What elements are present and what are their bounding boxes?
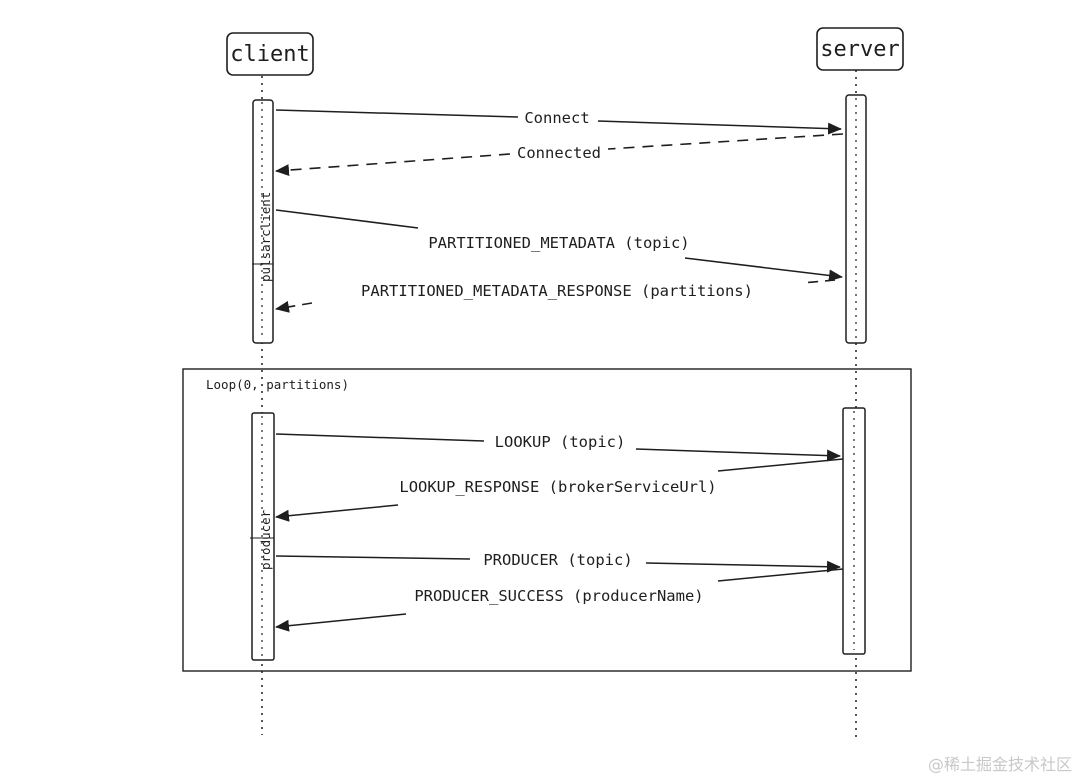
lookup-response-label: LOOKUP_RESPONSE (brokerServiceUrl) xyxy=(399,478,716,496)
loop-label: Loop(0, partitions) xyxy=(206,377,349,392)
partitioned-metadata-label: PARTITIONED_METADATA (topic) xyxy=(428,234,689,252)
message-connect: Connect xyxy=(275,109,842,135)
server-activation-top xyxy=(845,94,867,344)
client-activation-top: pulsarclient xyxy=(252,99,274,344)
connect-label: Connect xyxy=(524,109,589,127)
message-lookup-response: LOOKUP_RESPONSE (brokerServiceUrl) xyxy=(275,458,844,522)
partitioned-metadata-response-label: PARTITIONED_METADATA_RESPONSE (partition… xyxy=(361,282,753,300)
connected-label: Connected xyxy=(517,144,601,162)
message-connected: Connected xyxy=(275,133,844,177)
client-actor: client xyxy=(226,32,314,76)
client-activation-loop: producer xyxy=(250,412,275,661)
loop-frame: Loop(0, partitions) xyxy=(182,368,912,672)
pulsar-client-label: pulsarclient xyxy=(258,192,273,282)
server-activation-loop xyxy=(842,407,866,655)
message-producer: PRODUCER (topic) xyxy=(275,551,841,573)
server-label: server xyxy=(820,37,899,62)
lookup-label: LOOKUP (topic) xyxy=(495,433,626,451)
message-partitioned-metadata-response: PARTITIONED_METADATA_RESPONSE (partition… xyxy=(275,279,836,313)
message-producer-success: PRODUCER_SUCCESS (producerName) xyxy=(275,568,844,632)
client-label: client xyxy=(230,42,309,67)
watermark: @稀土掘金技术社区 xyxy=(928,755,1072,774)
producer-label: PRODUCER (topic) xyxy=(483,551,632,569)
message-lookup: LOOKUP (topic) xyxy=(275,433,841,462)
producer-activation-label: producer xyxy=(258,509,273,570)
producer-success-label: PRODUCER_SUCCESS (producerName) xyxy=(414,587,703,605)
server-actor: server xyxy=(816,27,904,71)
message-partitioned-metadata: PARTITIONED_METADATA (topic) xyxy=(275,209,843,282)
